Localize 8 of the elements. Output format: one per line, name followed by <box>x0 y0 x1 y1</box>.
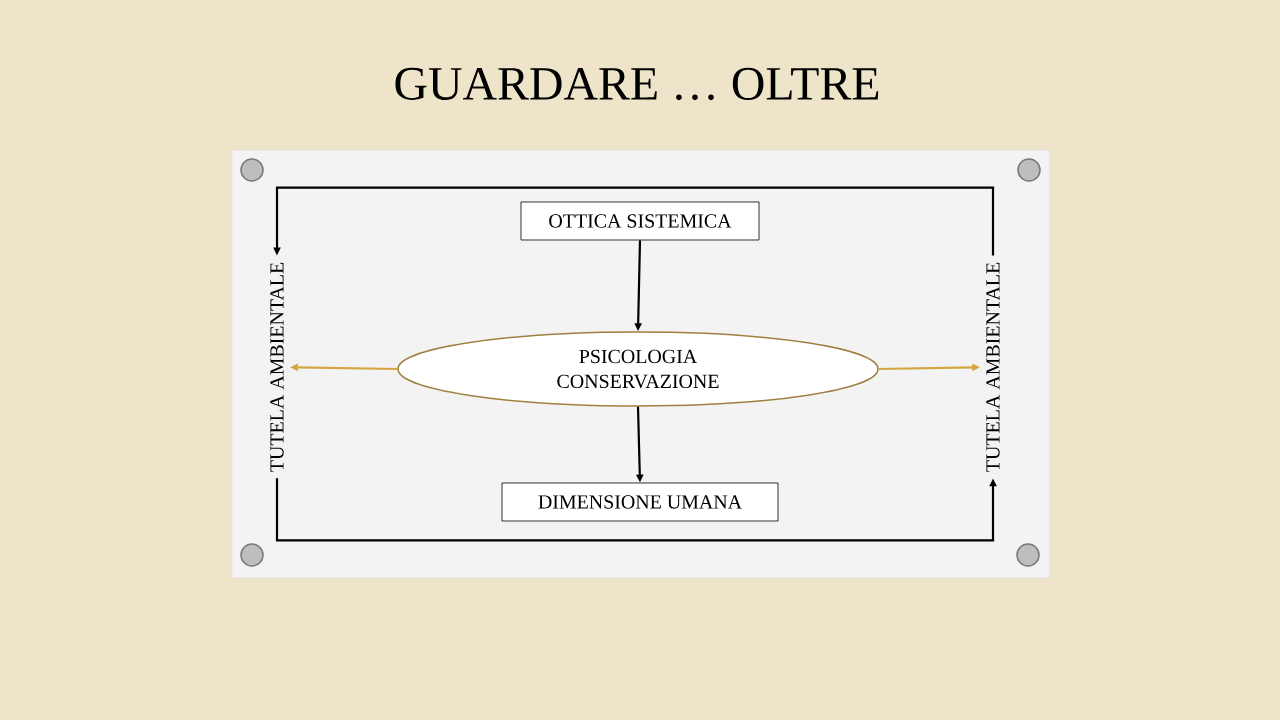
vertical-label: TUTELA AMBIENTALE <box>986 262 1000 472</box>
text-box: DIMENSIONE UMANA <box>501 482 779 522</box>
text-box: OTTICA SISTEMICA <box>520 201 760 241</box>
arrow <box>273 186 995 256</box>
arrow <box>275 478 997 542</box>
title: GUARDARE … OLTRE <box>395 67 879 101</box>
ellipse-node: PSICOLOGIA CONSERVAZIONE <box>397 331 879 407</box>
vertical-label: TUTELA AMBIENTALE <box>270 262 284 472</box>
